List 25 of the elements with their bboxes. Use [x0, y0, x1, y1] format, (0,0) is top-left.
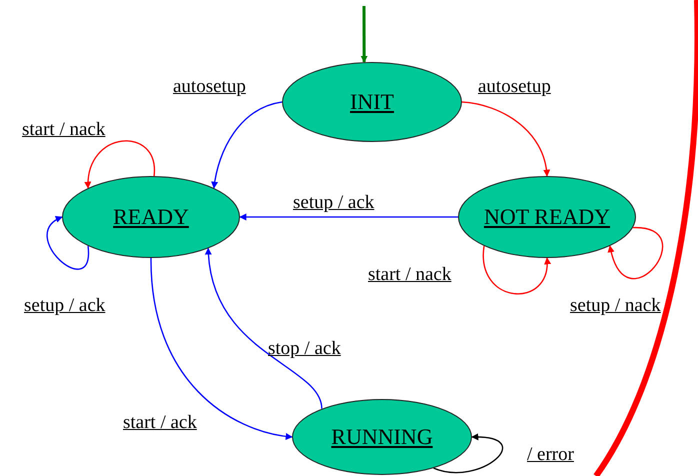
- edge-label: start / ack: [123, 412, 197, 434]
- arrow: [462, 101, 550, 177]
- arrow: [84, 140, 155, 189]
- edge-label: stop / ack: [268, 338, 341, 360]
- arrow: [608, 226, 663, 279]
- arrow: [433, 434, 504, 474]
- arrow: [205, 248, 322, 409]
- state-label: RUNNING: [331, 424, 433, 450]
- edge-label: setup / ack: [24, 295, 106, 317]
- arrow: [239, 214, 458, 220]
- state-label: NOT READY: [484, 204, 610, 230]
- edge-label: autosetup: [173, 76, 246, 98]
- state-label: READY: [113, 204, 189, 230]
- state-label: INIT: [350, 89, 394, 115]
- edge-label: / error: [527, 444, 574, 466]
- arrow: [150, 258, 293, 440]
- arrow: [482, 246, 550, 294]
- edge-label: start / nack: [368, 264, 452, 286]
- edge-label: setup / ack: [293, 192, 374, 214]
- arrow: [360, 6, 368, 63]
- edge-label: autosetup: [478, 76, 551, 98]
- edge-label: setup / nack: [570, 295, 661, 317]
- edge-label: start / nack: [22, 119, 106, 141]
- arrow: [46, 216, 89, 270]
- arrow: [211, 101, 282, 189]
